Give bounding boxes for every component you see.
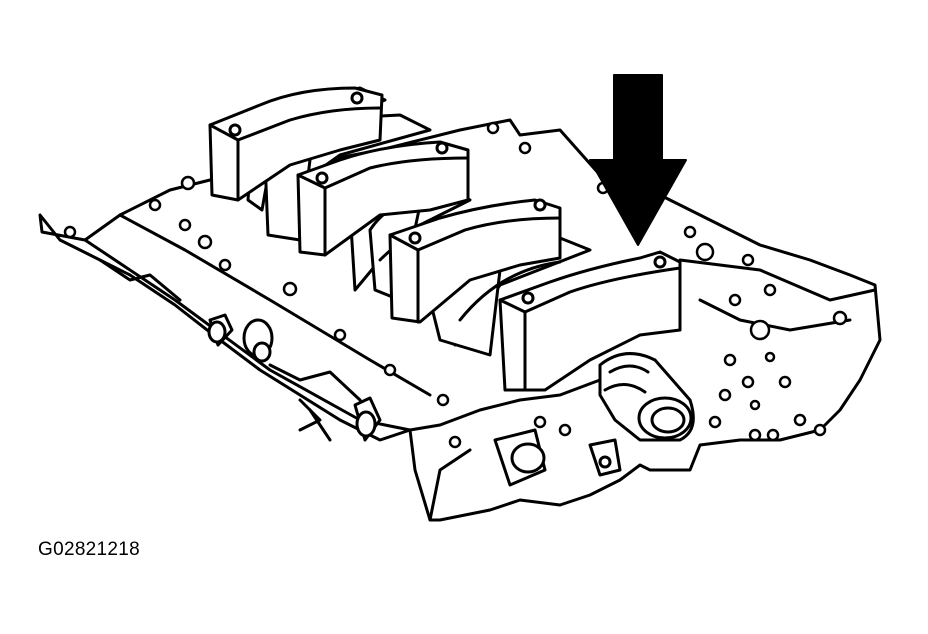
crank-snout — [598, 352, 695, 442]
bearing-cap-1 — [208, 86, 384, 202]
front-bosses — [207, 313, 622, 487]
figure-identifier: G02821218 — [38, 539, 141, 560]
bearing-cap-4 — [498, 250, 682, 392]
bearing-cap-2 — [296, 140, 470, 257]
down-arrow-icon — [589, 74, 687, 246]
bearing-cap-3 — [388, 198, 562, 324]
